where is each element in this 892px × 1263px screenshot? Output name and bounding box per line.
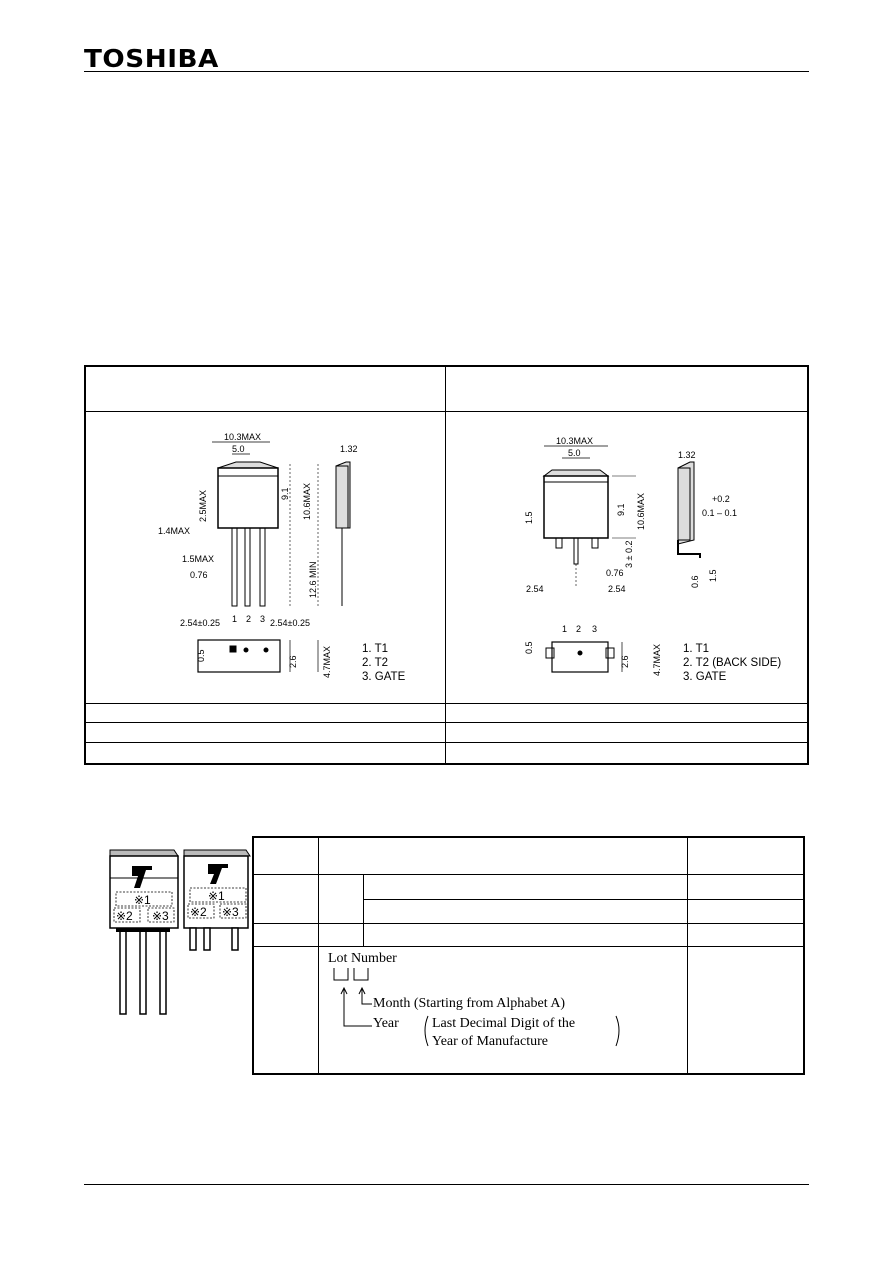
- marking-3: ※3: [152, 909, 169, 923]
- right-pin-3: 3. GATE: [683, 671, 727, 683]
- right-dim-tol2: 0.1 – 0.1: [702, 508, 737, 518]
- left-pin-1: 1. T1: [362, 643, 388, 655]
- lot-month-label: Month (Starting from Alphabet A): [373, 996, 566, 1011]
- left-dim-pitch-l: 2.54±0.25: [180, 618, 220, 628]
- right-dim-076: 0.76: [606, 568, 624, 578]
- right-dim-47max: 4.7MAX: [652, 644, 662, 676]
- right-dim-center: 5.0: [568, 448, 581, 458]
- marking-2-smd: ※2: [190, 905, 207, 919]
- marking-header-rule: [253, 874, 804, 875]
- table-row-rule: [85, 742, 808, 743]
- left-dim-1max: 1.5MAX: [182, 554, 214, 564]
- right-pin-number: 1: [562, 624, 567, 634]
- package-outline-table: [84, 365, 809, 765]
- left-pin-list: 1. T1 2. T2 3. GATE: [362, 642, 405, 684]
- marking-col-rule: [318, 836, 319, 1075]
- left-dim-lead: 1.32: [340, 444, 358, 454]
- left-dim-leadlen: 12.6 MIN: [308, 561, 318, 598]
- footer-rule: [84, 1184, 809, 1185]
- left-dim-05: 0.5: [196, 649, 206, 662]
- lot-number-label: Lot Number: [328, 951, 397, 966]
- left-dim-14max: 1.4MAX: [158, 526, 190, 536]
- lot-year-label: Year: [373, 1016, 399, 1031]
- marking-row-rule: [253, 946, 804, 947]
- marking-col-rule: [363, 874, 364, 946]
- left-pin-3: 3. GATE: [362, 671, 406, 683]
- right-dim-91: 9.1: [616, 503, 626, 516]
- right-pin-2: 2. T2 (BACK SIDE): [683, 657, 782, 669]
- right-dim-15b: 1.5: [708, 569, 718, 582]
- marking-table: [252, 836, 805, 1075]
- left-dim-25max: 2.5MAX: [198, 490, 208, 522]
- marking-row-rule: [363, 899, 804, 900]
- left-dim-076: 0.76: [190, 570, 208, 580]
- lot-year-desc-1: Last Decimal Digit of the: [432, 1016, 576, 1031]
- marking-package-illustration: ※1 ※2 ※3 ※1 ※2 ※3: [109, 849, 251, 1015]
- right-dim-tol: +0.2: [712, 494, 730, 504]
- table-header-rule: [85, 411, 808, 412]
- lot-number-bracket: [333, 968, 620, 1047]
- right-dim-lead: 1.32: [678, 450, 696, 460]
- table-row-rule: [85, 722, 808, 723]
- right-dim-hmax: 10.6MAX: [636, 493, 646, 530]
- left-pin-2: 2. T2: [362, 657, 388, 669]
- right-pin-list: 1. T1 2. T2 (BACK SIDE) 3. GATE: [683, 642, 781, 684]
- right-dim-15: 1.5: [524, 511, 534, 524]
- table-row-rule: [85, 703, 808, 704]
- marking-1-smd: ※1: [208, 889, 225, 903]
- toshiba-logo: TOSHIBA: [84, 44, 219, 73]
- left-dim-pitch-r: 2.54±0.25: [270, 618, 310, 628]
- marking-1: ※1: [134, 893, 151, 907]
- left-dim-width: 10.3MAX: [224, 432, 261, 442]
- right-dim-26: 2.6: [620, 655, 630, 668]
- right-dim-width: 10.3MAX: [556, 436, 593, 446]
- right-pin-1: 1. T1: [683, 643, 709, 655]
- right-dim-3: 3 ± 0.2: [624, 541, 634, 568]
- left-dim-center: 5.0: [232, 444, 245, 454]
- marking-3-smd: ※3: [222, 905, 239, 919]
- left-dim-hmax: 10.6MAX: [302, 483, 312, 520]
- right-dim-05: 0.5: [524, 641, 534, 654]
- marking-2: ※2: [116, 909, 133, 923]
- right-pin-number: 3: [592, 624, 597, 634]
- table-divider: [445, 365, 446, 765]
- right-dim-06: 0.6: [690, 575, 700, 588]
- right-pin-number: 2: [576, 624, 581, 634]
- lot-year-desc-2: Year of Manufacture: [432, 1034, 548, 1049]
- marking-row-rule: [253, 923, 804, 924]
- left-dim-26: 2.6: [288, 655, 298, 668]
- right-dim-pitch-r: 2.54: [608, 584, 626, 594]
- marking-col-rule: [687, 836, 688, 1075]
- left-package-drawing: 10.3MAX 5.0 1.32 9.1 10.6MAX 2.5MAX 1.4M…: [158, 432, 358, 678]
- left-dim-91: 9.1: [280, 487, 290, 500]
- left-dim-47max: 4.7MAX: [322, 646, 332, 678]
- left-pin-number: 1: [232, 614, 237, 624]
- left-pin-number: 2: [246, 614, 251, 624]
- header-rule: [84, 71, 809, 72]
- right-dim-pitch-l: 2.54: [526, 584, 544, 594]
- right-package-drawing: 10.3MAX 5.0 1.32 +0.2 0.1 – 0.1 9.1 10.6…: [524, 436, 737, 676]
- left-pin-number: 3: [260, 614, 265, 624]
